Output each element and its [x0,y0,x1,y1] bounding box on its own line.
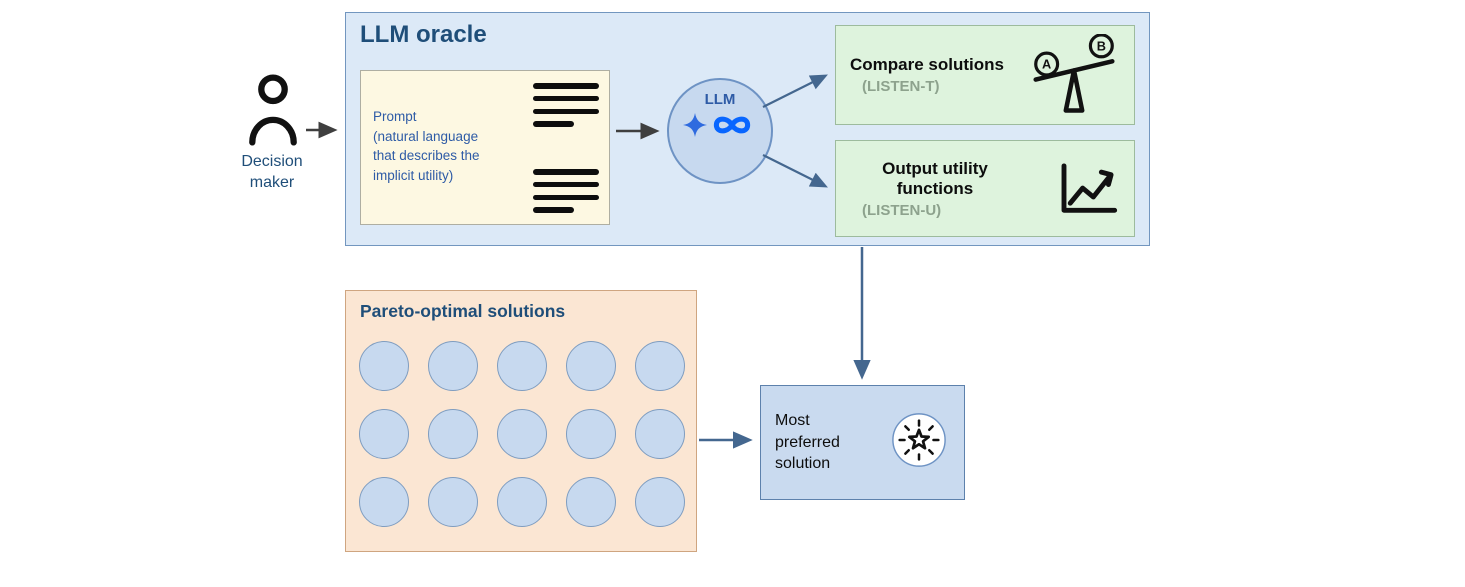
most-preferred-label: Most preferred solution [775,412,840,473]
pareto-title: Pareto-optimal solutions [360,301,566,321]
line-chart-icon [1061,162,1118,213]
pareto-solution-circle [635,477,685,527]
pareto-solution-circle [359,477,409,527]
pareto-solution-circle [359,341,409,391]
sparkle-icon [683,113,707,137]
starburst-icon [892,413,946,467]
pareto-solution-circle [635,341,685,391]
meta-infinity-icon [713,116,751,134]
decision-maker-label: Decision maker [241,153,303,191]
pareto-solution-circle [359,409,409,459]
pareto-grid [359,341,685,527]
llm-node: LLM [667,78,773,184]
person-icon [249,74,297,146]
text-lines-icon [533,169,599,213]
pareto-solution-circle [428,477,478,527]
output-utility-box: Output utility functions (LISTEN-U) [835,140,1135,237]
compare-solutions-box: Compare solutions (LISTEN-T) A B [835,25,1135,125]
most-preferred-box: Most preferred solution [760,385,965,500]
listen-u-tag: (LISTEN-U) [862,201,942,219]
balance-right-label: B [1097,38,1106,53]
pareto-solution-circle [428,409,478,459]
pareto-solution-circle [497,477,547,527]
llm-node-label: LLM [704,91,736,108]
compare-solutions-title: Compare solutions [850,55,1004,74]
balance-scale-icon: A B [1033,34,1115,113]
pareto-solution-circle [497,409,547,459]
pareto-solution-circle [428,341,478,391]
balance-left-label: A [1042,57,1051,72]
prompt-box: Prompt (natural language that describes … [360,70,610,225]
pareto-solution-circle [566,341,616,391]
text-lines-icon [533,83,599,127]
pareto-solution-circle [635,409,685,459]
pareto-solution-circle [566,409,616,459]
pareto-box: Pareto-optimal solutions [345,290,697,552]
llm-oracle-title: LLM oracle [360,21,487,48]
pareto-solution-circle [566,477,616,527]
output-utility-title: Output utility functions [882,158,988,198]
listen-t-tag: (LISTEN-T) [862,78,940,95]
pareto-solution-circle [497,341,547,391]
prompt-text: Prompt (natural language that describes … [373,109,480,183]
